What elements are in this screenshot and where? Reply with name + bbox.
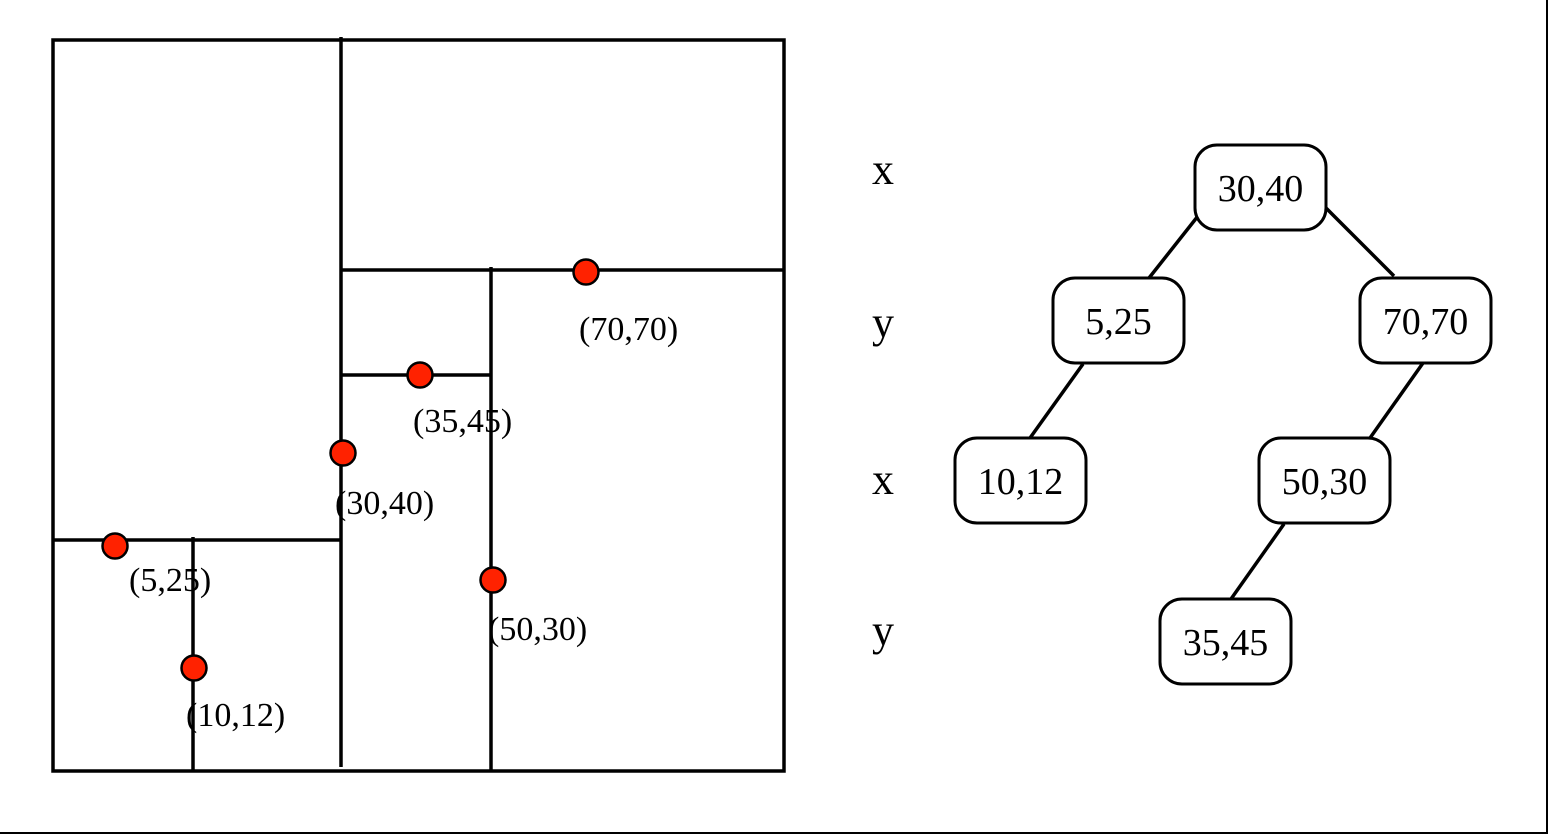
point-marker-30-40: [329, 439, 357, 467]
tree-node-50-30: 50,30: [1257, 436, 1392, 525]
point-marker-50-30: [479, 566, 507, 594]
point-label-70-70: (70,70): [579, 311, 678, 348]
point-label-30-40: (30,40): [335, 485, 434, 522]
tree-edge-50-30-to-35-45: [1229, 522, 1286, 601]
level-label-y: y: [872, 606, 894, 655]
tree-level-labels: x y x y: [872, 145, 894, 655]
plane-points: [101, 258, 600, 682]
tree-node-box: [1358, 276, 1493, 365]
tree-node-30-40: 30,40: [1193, 143, 1328, 232]
point-marker-10-12: [180, 654, 208, 682]
tree-node-35-45: 35,45: [1158, 597, 1293, 686]
plane-border: [51, 38, 786, 773]
tree-edge-5-25-to-10-12: [1028, 362, 1085, 440]
tree-edge-30-40-to-5-25: [1147, 214, 1200, 280]
point-label-50-30: (50,30): [488, 611, 587, 648]
tree-edges: [1028, 204, 1425, 601]
tree-node-label: 5,25: [1085, 301, 1152, 343]
plane-point-labels: (30,40) (5,25) (10,12) (70,70) (35,45) (…: [129, 311, 678, 734]
tree-node-box: [1257, 436, 1392, 525]
point-label-35-45: (35,45): [413, 403, 512, 440]
point-label-5-25: (5,25): [129, 562, 211, 599]
point-marker-35-45: [406, 361, 434, 389]
tree-node-label: 50,30: [1282, 461, 1368, 503]
tree-node-box: [1051, 276, 1186, 365]
tree-node-box: [953, 436, 1088, 525]
tree-edge-30-40-to-70-70: [1322, 204, 1396, 278]
partition-plane: [51, 37, 786, 773]
tree-node-5-25: 5,25: [1051, 276, 1186, 365]
tree-node-label: 35,45: [1183, 622, 1269, 664]
tree-node-label: 10,12: [978, 461, 1064, 503]
point-marker-5-25: [101, 532, 129, 560]
tree-node-70-70: 70,70: [1358, 276, 1493, 365]
tree-nodes: 30,40 5,25 70,70 10,12 50,30 35,45: [953, 143, 1493, 686]
tree-edge-70-70-to-50-30: [1368, 361, 1425, 440]
tree-node-label: 30,40: [1218, 168, 1304, 210]
tree-node-box: [1158, 597, 1293, 686]
level-label-y: y: [872, 298, 894, 347]
level-label-x: x: [872, 455, 894, 504]
point-marker-70-70: [572, 258, 600, 286]
tree-node-10-12: 10,12: [953, 436, 1088, 525]
tree-node-label: 70,70: [1383, 301, 1469, 343]
tree-node-box: [1193, 143, 1328, 232]
level-label-x: x: [872, 145, 894, 194]
point-label-10-12: (10,12): [186, 697, 285, 734]
